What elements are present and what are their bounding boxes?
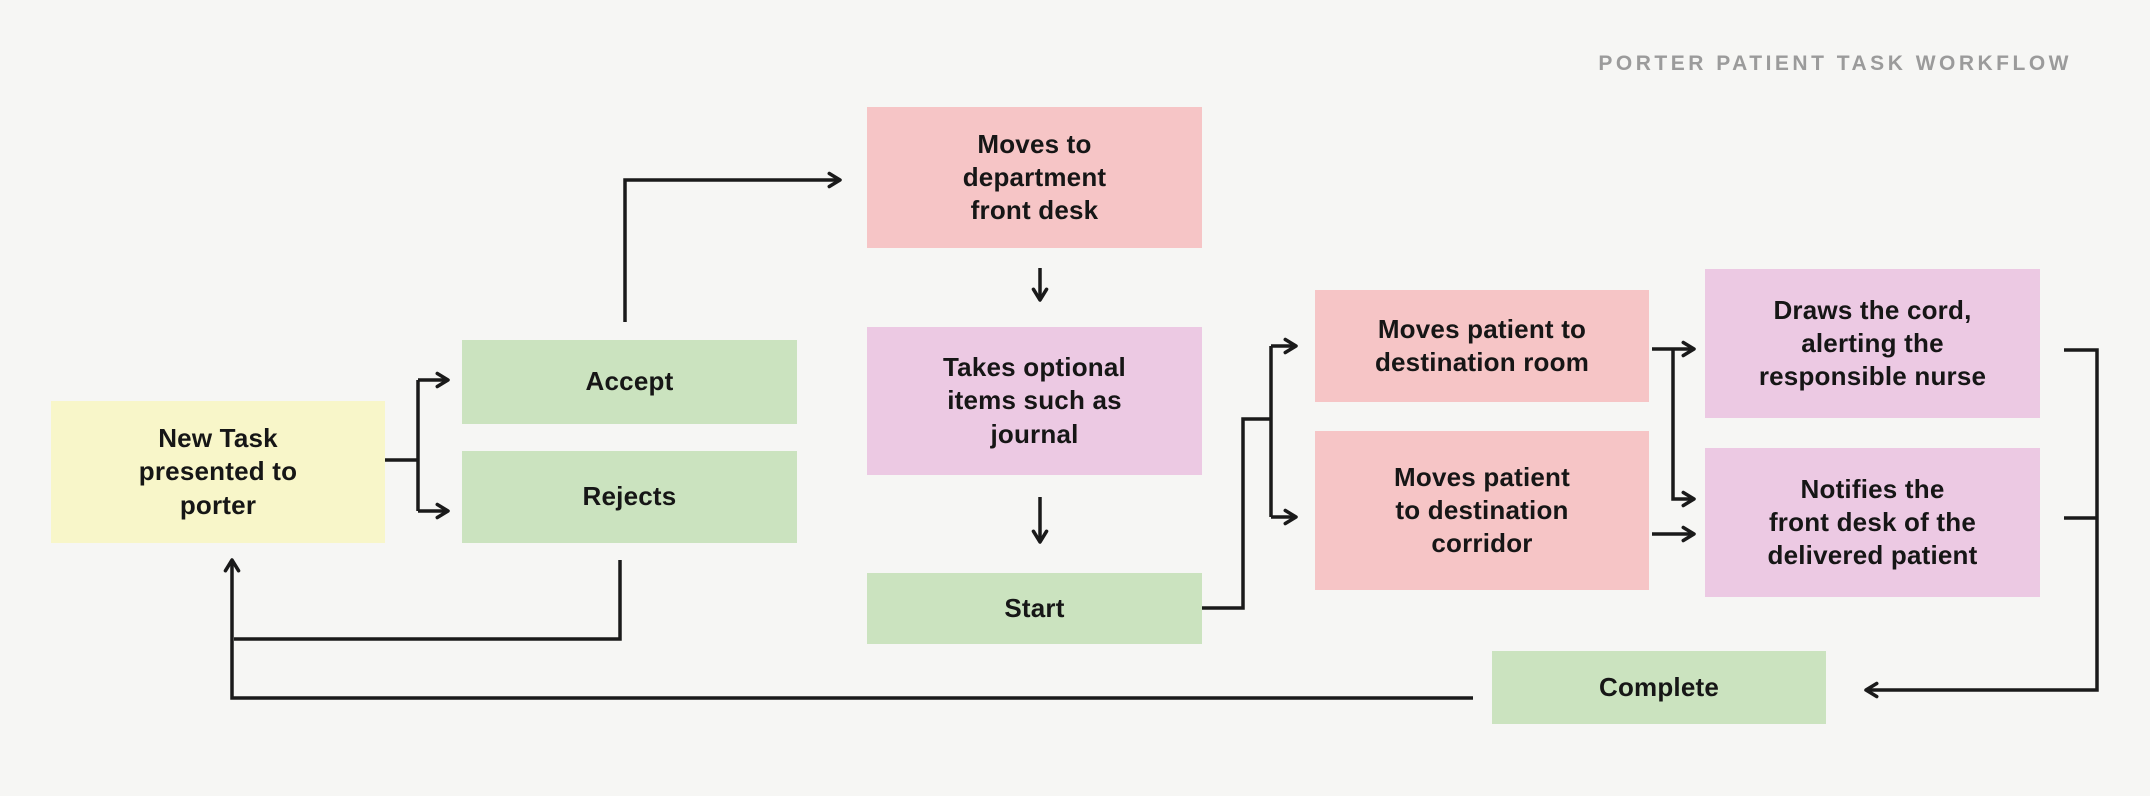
node-notifies-desk: Notifies the front desk of the delivered… [1705,448,2040,597]
node-complete: Complete [1492,651,1826,724]
node-label: Complete [1598,671,1720,702]
node-front-desk: Moves to department front desk [867,107,1202,248]
node-label: Moves patient to destination corridor [1394,461,1570,559]
node-takes-items: Takes optional items such as journal [867,327,1202,475]
node-label: Takes optional items such as journal [943,352,1126,449]
node-rejects: Rejects [462,451,797,543]
node-draws-cord: Draws the cord, alerting the responsible… [1705,269,2040,418]
node-label: New Task presented to porter [138,423,298,520]
edge-start-to-split [1202,417,1271,610]
edge-rejects-to-newtask [234,560,622,641]
edge-complete-to-newtask [223,558,1473,700]
node-label: Moves to department front desk [962,128,1107,226]
node-accept: Accept [462,340,797,424]
node-label: Rejects [582,481,677,512]
node-new-task: New Task presented to porter [51,401,385,543]
edge-room-to-notifies [1671,349,1696,508]
node-label: Moves patient to destination room [1374,313,1590,377]
node-label: Notifies the front desk of the delivered… [1767,473,1978,571]
node-label: Start [1004,592,1065,623]
node-label: Draws the cord, alerting the responsible… [1758,294,1987,392]
node-label: Accept [585,366,674,397]
edge-accept-to-frontdesk [623,171,842,322]
node-start: Start [867,573,1202,644]
diagram-title: PORTER PATIENT TASK WORKFLOW [1598,52,2072,75]
node-dest-room: Moves patient to destination room [1315,290,1649,402]
node-dest-corridor: Moves patient to destination corridor [1315,431,1649,590]
